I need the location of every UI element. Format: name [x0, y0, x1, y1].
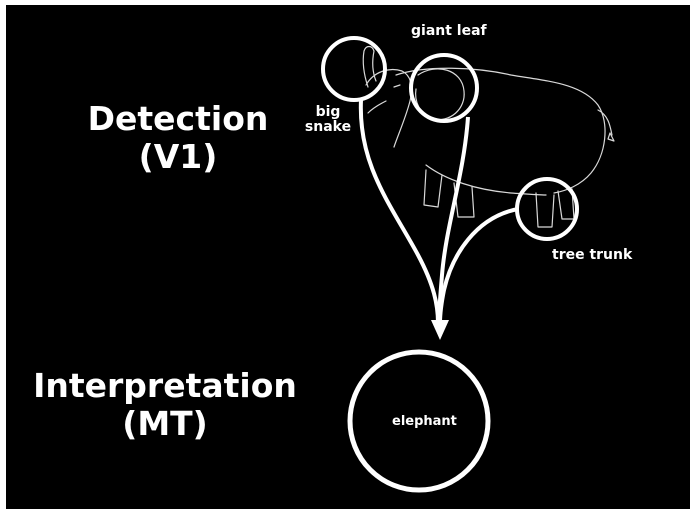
tree-trunk-label: tree trunk	[552, 247, 633, 263]
elephant-tail	[597, 109, 613, 136]
elephant-eye	[393, 84, 401, 88]
elephant-front-leg-1	[423, 169, 443, 208]
slide-canvas: Detection (V1) Interpretation (MT) giant…	[6, 5, 690, 509]
big-snake-label: big snake	[298, 104, 358, 136]
detection-heading: Detection (V1)	[58, 100, 298, 176]
trunk-detection-circle	[515, 177, 579, 241]
detection-title: Detection	[87, 99, 269, 138]
arrow-from-snake	[358, 99, 440, 324]
detection-subtitle: (V1)	[138, 136, 218, 176]
elephant-interpretation-circle	[347, 349, 491, 493]
elephant-trunk	[362, 45, 377, 88]
elephant-label: elephant	[392, 414, 457, 429]
diagram-drawing	[321, 36, 615, 493]
elephant-body-outline	[395, 67, 606, 194]
elephant-tusk	[367, 100, 387, 114]
leaf-detection-circle	[409, 53, 479, 123]
elephant-tail-tip	[607, 132, 615, 142]
elephant-back-leg-2	[557, 188, 575, 220]
interpretation-subtitle: (MT)	[122, 403, 208, 443]
snake-detection-circle	[321, 36, 387, 102]
big-snake-label-line1: big	[315, 104, 341, 120]
elephant-back-bottom	[425, 164, 547, 196]
arrowhead	[431, 320, 449, 340]
interpretation-title: Interpretation	[33, 366, 297, 405]
elephant-back-leg-1	[535, 192, 555, 228]
big-snake-label-line2: snake	[304, 119, 352, 136]
giant-leaf-label: giant leaf	[411, 23, 487, 39]
interpretation-heading: Interpretation (MT)	[10, 367, 320, 443]
arrow-from-trunk	[438, 207, 519, 324]
